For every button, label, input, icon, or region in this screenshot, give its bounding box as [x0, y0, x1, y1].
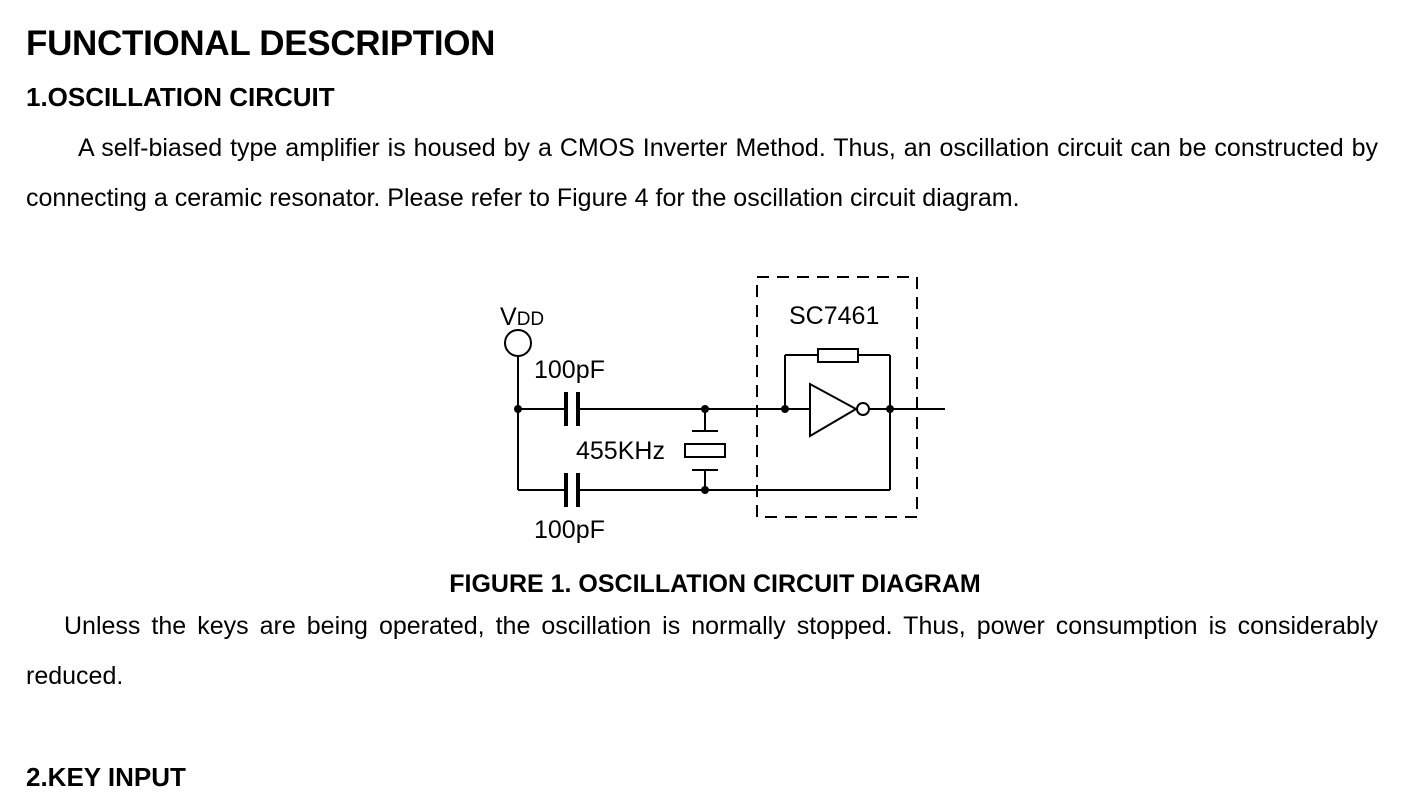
vdd-terminal [504, 329, 532, 357]
resonator-label: 455KHz [576, 437, 665, 465]
after-figure-paragraph: Unless the keys are being operated, the … [26, 612, 1378, 690]
cap-bottom-label: 100pF [534, 516, 605, 544]
chip-boundary [756, 276, 918, 518]
capacitor-bottom [564, 473, 580, 507]
section-paragraph: A self-biased type amplifier is housed b… [26, 134, 1378, 212]
page-title: FUNCTIONAL DESCRIPTION [26, 24, 496, 63]
section-title-oscillation-circuit: 1.OSCILLATION CIRCUIT [26, 82, 335, 112]
cap-top-label: 100pF [534, 356, 605, 384]
inverter-symbol [809, 382, 859, 438]
feedback-resistor [817, 348, 859, 363]
vdd-label: VDD [500, 303, 544, 331]
oscillation-circuit-diagram: VDD 100pF 100pF 455KHz SC7461 [480, 268, 960, 548]
capacitor-top [564, 392, 580, 426]
ceramic-resonator [684, 443, 726, 458]
figure-caption: FIGURE 1. OSCILLATION CIRCUIT DIAGRAM [449, 570, 981, 598]
chip-label: SC7461 [789, 302, 879, 330]
section-title-key-input: 2.KEY INPUT [26, 762, 186, 792]
inverter-bubble [856, 402, 870, 416]
